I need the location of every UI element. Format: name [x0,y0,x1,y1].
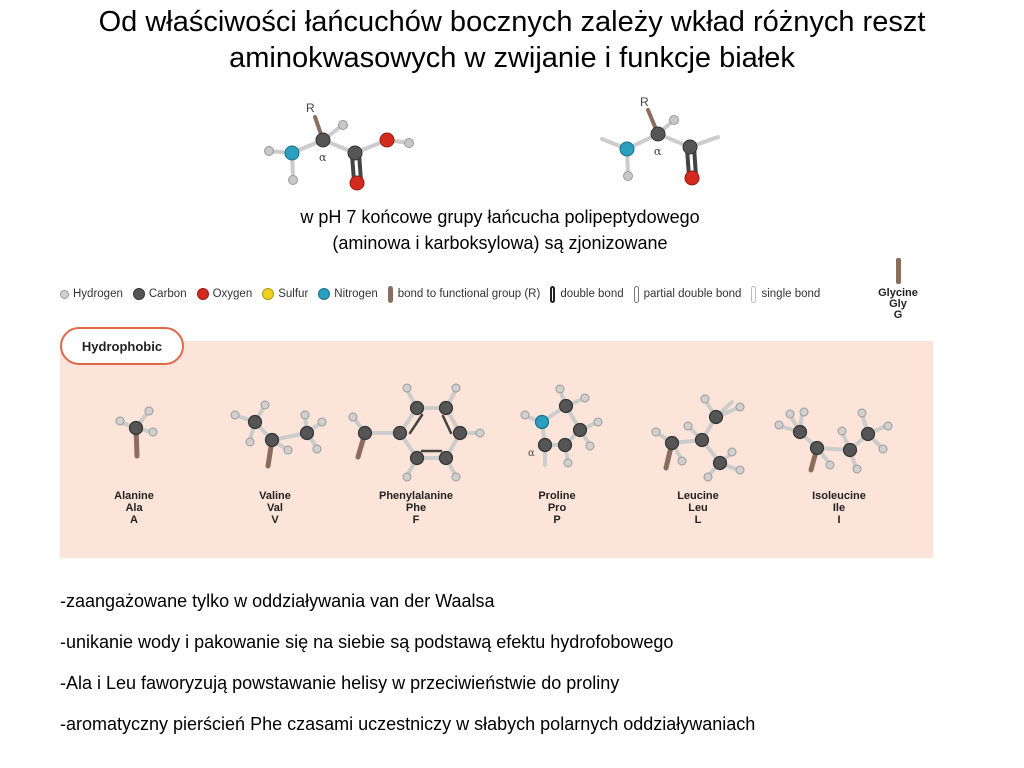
aa-name: Phenylalanine [379,490,453,502]
carbon-icon [132,288,145,300]
legend-label: double bond [560,288,624,300]
title-line-2: aminokwasowych w zwijanie i funkcje biał… [229,42,795,74]
side-chain-structures: .h { fill:#d0d0d0; stroke:#999; stroke-w… [115,383,893,482]
hydrogen-atom [288,175,298,185]
atom-legend: Hydrogen Carbon Oxygen Sulfur Nitrogen b… [60,283,830,305]
amino-acid-label-isoleucine: Isoleucine Ile I [784,490,894,526]
subtitle: w pH 7 końcowe grupy łańcucha polipeptyd… [0,204,1000,256]
hydrogen-atom [623,171,633,181]
amino-acid-label-proline: Proline Pro P [502,490,612,526]
legend-single-bond: single bond [751,285,821,303]
oxygen-atom [349,175,365,191]
aa-name: Alanine [114,490,154,502]
hydrogen-atom [669,115,679,125]
legend-label: Oxygen [212,288,253,300]
aa-abbr1: A [130,514,138,526]
bullet-item: -zaangażowane tylko w oddziaływania van … [60,591,495,611]
legend-label: Hydrogen [73,288,123,300]
nitrogen-atom [619,141,635,157]
aa-abbr3: Val [267,502,283,514]
legend-label: partial double bond [643,288,742,300]
amino-acid-label-leucine: Leucine Leu L [643,490,753,526]
subtitle-line-2: (aminowa i karboksylowa) są zjonizowane [332,233,668,253]
carbon-atom [682,139,698,155]
isoleucine-structure [774,407,893,474]
legend-hydrogen: Hydrogen [60,288,123,300]
aa-abbr1: L [694,514,702,526]
oxygen-icon [196,288,209,300]
carbon-atom [315,132,331,148]
glycine-abbr3: Gly [889,298,907,310]
r-bond-icon [387,285,393,303]
single-bond-icon [751,285,757,303]
glycine-name: Glycine [878,287,918,299]
aa-abbr1: P [553,514,561,526]
legend-nitrogen: Nitrogen [318,288,378,300]
oxygen-atom [379,132,395,148]
aa-name: Proline [538,490,576,502]
aa-abbr3: Pro [547,502,567,514]
alanine-structure [115,406,158,459]
legend-label: single bond [761,288,821,300]
legend-label: bond to functional group (R) [397,288,541,300]
title-line-1: Od właściwości łańcuchów bocznych zależy… [98,6,926,38]
carbon-atom [347,145,363,161]
hydrogen-icon [60,289,69,299]
legend-label: Sulfur [278,288,309,300]
legend-carbon: Carbon [132,288,187,300]
aa-abbr1: I [837,514,841,526]
alpha-label: α [319,151,327,164]
amino-acid-label-valine: Valine Val V [220,490,330,526]
hydrogen-atom [404,138,414,148]
aa-name: Isoleucine [812,490,866,502]
double-bond-icon [550,285,556,303]
proline-structure: α [520,384,603,468]
hydrogen-atom [264,146,274,156]
slide-title: Od właściwości łańcuchów bocznych zależy… [0,4,1024,76]
aa-abbr3: Ile [832,502,846,514]
aa-name: Valine [259,490,291,502]
aa-abbr1: V [271,514,279,526]
amino-acid-ball-and-stick: R α [264,101,414,191]
legend-r-bond: bond to functional group (R) [387,285,541,303]
legend-label: Carbon [148,288,187,300]
nitrogen-atom [284,145,300,161]
legend-oxygen: Oxygen [196,288,253,300]
partial-double-bond-icon [633,285,639,303]
nitrogen-icon [318,288,331,300]
legend-sulfur: Sulfur [262,288,308,300]
aa-name: Leucine [677,490,719,502]
carbon-atom [650,126,666,142]
amino-acid-label-phenylalanine: Phenylalanine Phe F [361,490,471,526]
glycine-abbr1: G [893,309,903,321]
amino-acid-residue-ball-and-stick: R α [600,95,720,186]
legend-double-bond: double bond [550,285,624,303]
hydrophobic-label: Hydrophobic [60,327,184,365]
phenylalanine-structure [348,383,485,482]
valine-structure [230,400,327,469]
aa-abbr1: F [412,514,420,526]
aa-abbr3: Phe [405,502,427,514]
alpha-label: α [654,145,662,158]
aa-abbr3: Ala [125,502,143,514]
hydrogen-atom [338,120,348,130]
r-group-label: R [306,101,315,115]
glycine-card: Glycine Gly G [870,258,926,321]
bullet-item: -unikanie wody i pakowanie się na siebie… [60,632,674,652]
bullet-item: -aromatyczny pierścień Phe czasami uczes… [60,714,756,734]
bullet-item: -Ala i Leu faworyzują powstawanie helisy… [60,673,620,693]
leucine-structure [651,394,745,482]
legend-label: Nitrogen [334,288,378,300]
aa-abbr3: Leu [688,502,708,514]
amino-acid-label-alanine: Alanine Ala A [79,490,189,526]
hydrophobic-panel [60,341,933,558]
sulfur-icon [262,288,275,300]
r-group-label: R [640,95,649,109]
r-bond-icon [895,258,901,284]
subtitle-line-1: w pH 7 końcowe grupy łańcucha polipeptyd… [300,207,700,227]
alpha-label: α [528,448,535,459]
bullet-list: -zaangażowane tylko w oddziaływania van … [60,589,755,753]
legend-partial-double-bond: partial double bond [633,285,742,303]
oxygen-atom [684,170,700,186]
